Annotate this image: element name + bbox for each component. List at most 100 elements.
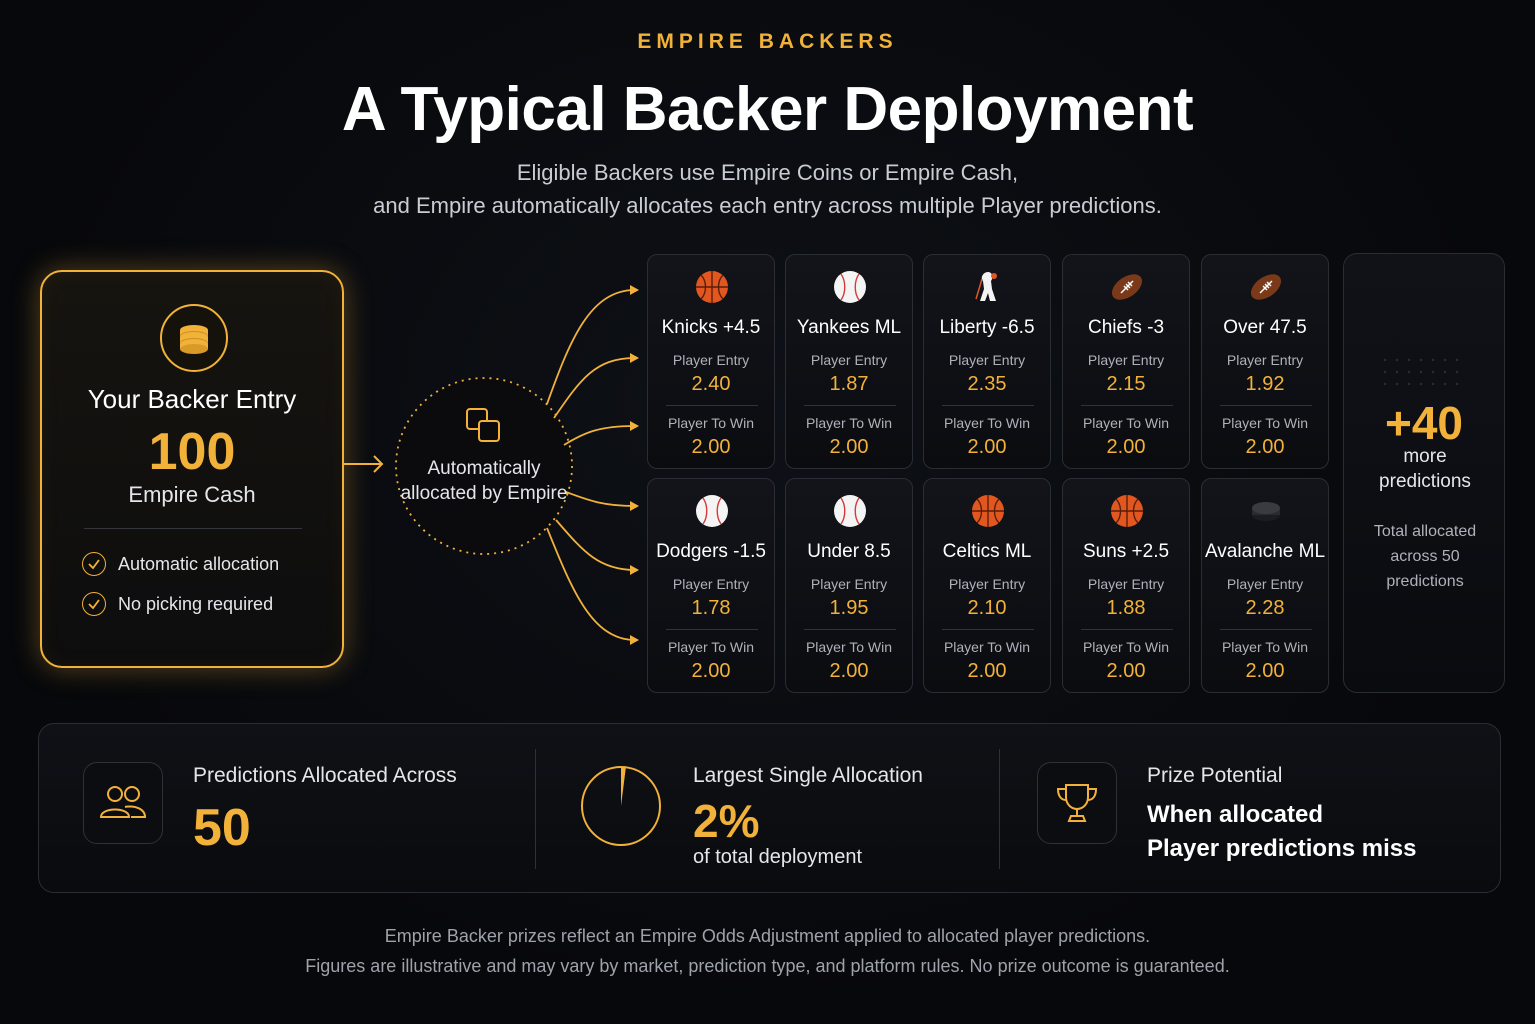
- prediction-name: Dodgers -1.5: [656, 541, 766, 562]
- entry-title: Your Backer Entry: [87, 384, 297, 414]
- divider: [1220, 629, 1312, 630]
- player-to-win-label: Player To Win: [1221, 415, 1309, 431]
- hockey-icon: [1248, 493, 1284, 529]
- player-entry-label: Player Entry: [810, 576, 888, 592]
- prize-line-1: When allocated: [1147, 801, 1324, 828]
- player-entry-label: Player Entry: [672, 352, 750, 368]
- player-entry-label: Player Entry: [810, 352, 888, 368]
- prediction-name: Suns +2.5: [1082, 541, 1170, 562]
- branch-arrow-2: [553, 357, 636, 419]
- prediction-name: Under 8.5: [807, 541, 891, 562]
- prediction-name: Liberty -6.5: [939, 317, 1035, 338]
- player-to-win-label: Player To Win: [1221, 639, 1309, 655]
- allocation-flow-diagram: [344, 285, 639, 645]
- player-to-win-label: Player To Win: [667, 639, 755, 655]
- player-to-win-value: 2.00: [1245, 436, 1285, 458]
- player-to-win-value: 2.00: [829, 436, 869, 458]
- branch-arrow-4: [565, 491, 636, 507]
- player-entry-label: Player Entry: [1226, 576, 1304, 592]
- divider: [535, 749, 536, 869]
- divider: [804, 629, 896, 630]
- trophy-icon: [1037, 762, 1117, 844]
- prediction-name: Avalanche ML: [1204, 541, 1326, 562]
- branch-arrow-5: [555, 519, 636, 571]
- basketball-icon: [970, 493, 1006, 529]
- player-entry-label: Player Entry: [1087, 576, 1165, 592]
- branch-arrow-6: [546, 527, 636, 641]
- feature-label: No picking required: [118, 593, 274, 614]
- player-to-win-label: Player To Win: [943, 415, 1031, 431]
- player-entry-value: 1.95: [829, 597, 869, 619]
- users-icon: [83, 762, 163, 844]
- prediction-name: Yankees ML: [796, 317, 902, 338]
- largest-value: 2%: [693, 795, 760, 847]
- feature-no-picking: No picking required: [82, 592, 273, 616]
- player-entry-value: 1.92: [1245, 373, 1285, 395]
- player-entry-value: 2.35: [967, 373, 1007, 395]
- check-icon: [82, 552, 106, 576]
- prediction-name: Knicks +4.5: [661, 317, 761, 338]
- branch-arrow-3: [563, 425, 636, 446]
- player-to-win-value: 2.00: [1106, 660, 1146, 682]
- player-to-win-label: Player To Win: [1082, 415, 1170, 431]
- player-entry-value: 2.10: [967, 597, 1007, 619]
- more-text: more predictions: [1379, 446, 1471, 492]
- feature-label: Automatic allocation: [118, 553, 280, 574]
- prediction-name: Celtics ML: [942, 541, 1032, 562]
- arrow-head: [373, 455, 384, 473]
- divider: [1081, 629, 1173, 630]
- player-to-win-label: Player To Win: [1082, 639, 1170, 655]
- player-to-win-value: 2.00: [691, 436, 731, 458]
- football-icon: [1109, 269, 1145, 305]
- player-to-win-label: Player To Win: [805, 415, 893, 431]
- player-to-win-value: 2.00: [967, 660, 1007, 682]
- player-entry-label: Player Entry: [948, 576, 1026, 592]
- basketball-icon: [1109, 493, 1145, 529]
- dot-pattern: [1383, 358, 1459, 386]
- hub-label: Automatically allocated by Empire: [400, 458, 568, 504]
- player-entry-value: 1.88: [1106, 597, 1146, 619]
- divider: [1081, 405, 1173, 406]
- largest-label: Largest Single Allocation: [693, 764, 923, 787]
- player-entry-value: 1.87: [829, 373, 869, 395]
- player-to-win-value: 2.00: [1106, 436, 1146, 458]
- wnba-icon: [970, 269, 1006, 305]
- footer-line-2: Figures are illustrative and may vary by…: [305, 956, 1230, 976]
- divider: [666, 629, 758, 630]
- entry-amount: 100: [148, 423, 236, 481]
- backer-entry-card: Your Backer Entry 100 Empire Cash Automa…: [40, 270, 344, 668]
- more-note: Total allocated across 50 predictions: [1373, 523, 1477, 590]
- prediction-name: Chiefs -3: [1087, 317, 1165, 338]
- baseball-icon: [832, 269, 868, 305]
- player-entry-label: Player Entry: [948, 352, 1026, 368]
- player-to-win-value: 2.00: [1245, 660, 1285, 682]
- entry-currency: Empire Cash: [128, 482, 256, 507]
- divider: [666, 405, 758, 406]
- player-entry-label: Player Entry: [672, 576, 750, 592]
- eyebrow: EMPIRE BACKERS: [637, 30, 898, 53]
- divider: [1220, 405, 1312, 406]
- footer-line-1: Empire Backer prizes reflect an Empire O…: [384, 926, 1151, 946]
- more-count: +40: [1384, 397, 1464, 449]
- hub-circle: [395, 377, 573, 555]
- prediction-name: Over 47.5: [1223, 317, 1307, 338]
- player-to-win-value: 2.00: [967, 436, 1007, 458]
- subtitle-line-2: and Empire automatically allocates each …: [373, 193, 1162, 218]
- player-entry-value: 1.78: [691, 597, 731, 619]
- player-to-win-value: 2.00: [829, 660, 869, 682]
- player-to-win-label: Player To Win: [667, 415, 755, 431]
- pie-slice-icon: [581, 766, 661, 846]
- largest-sub: of total deployment: [693, 846, 862, 868]
- copy-stack-icon: [463, 405, 505, 447]
- baseball-icon: [832, 493, 868, 529]
- more-predictions-card: +40 more predictions Total allocated acr…: [1343, 253, 1505, 693]
- baseball-icon: [694, 493, 730, 529]
- branch-arrow-1: [546, 289, 636, 405]
